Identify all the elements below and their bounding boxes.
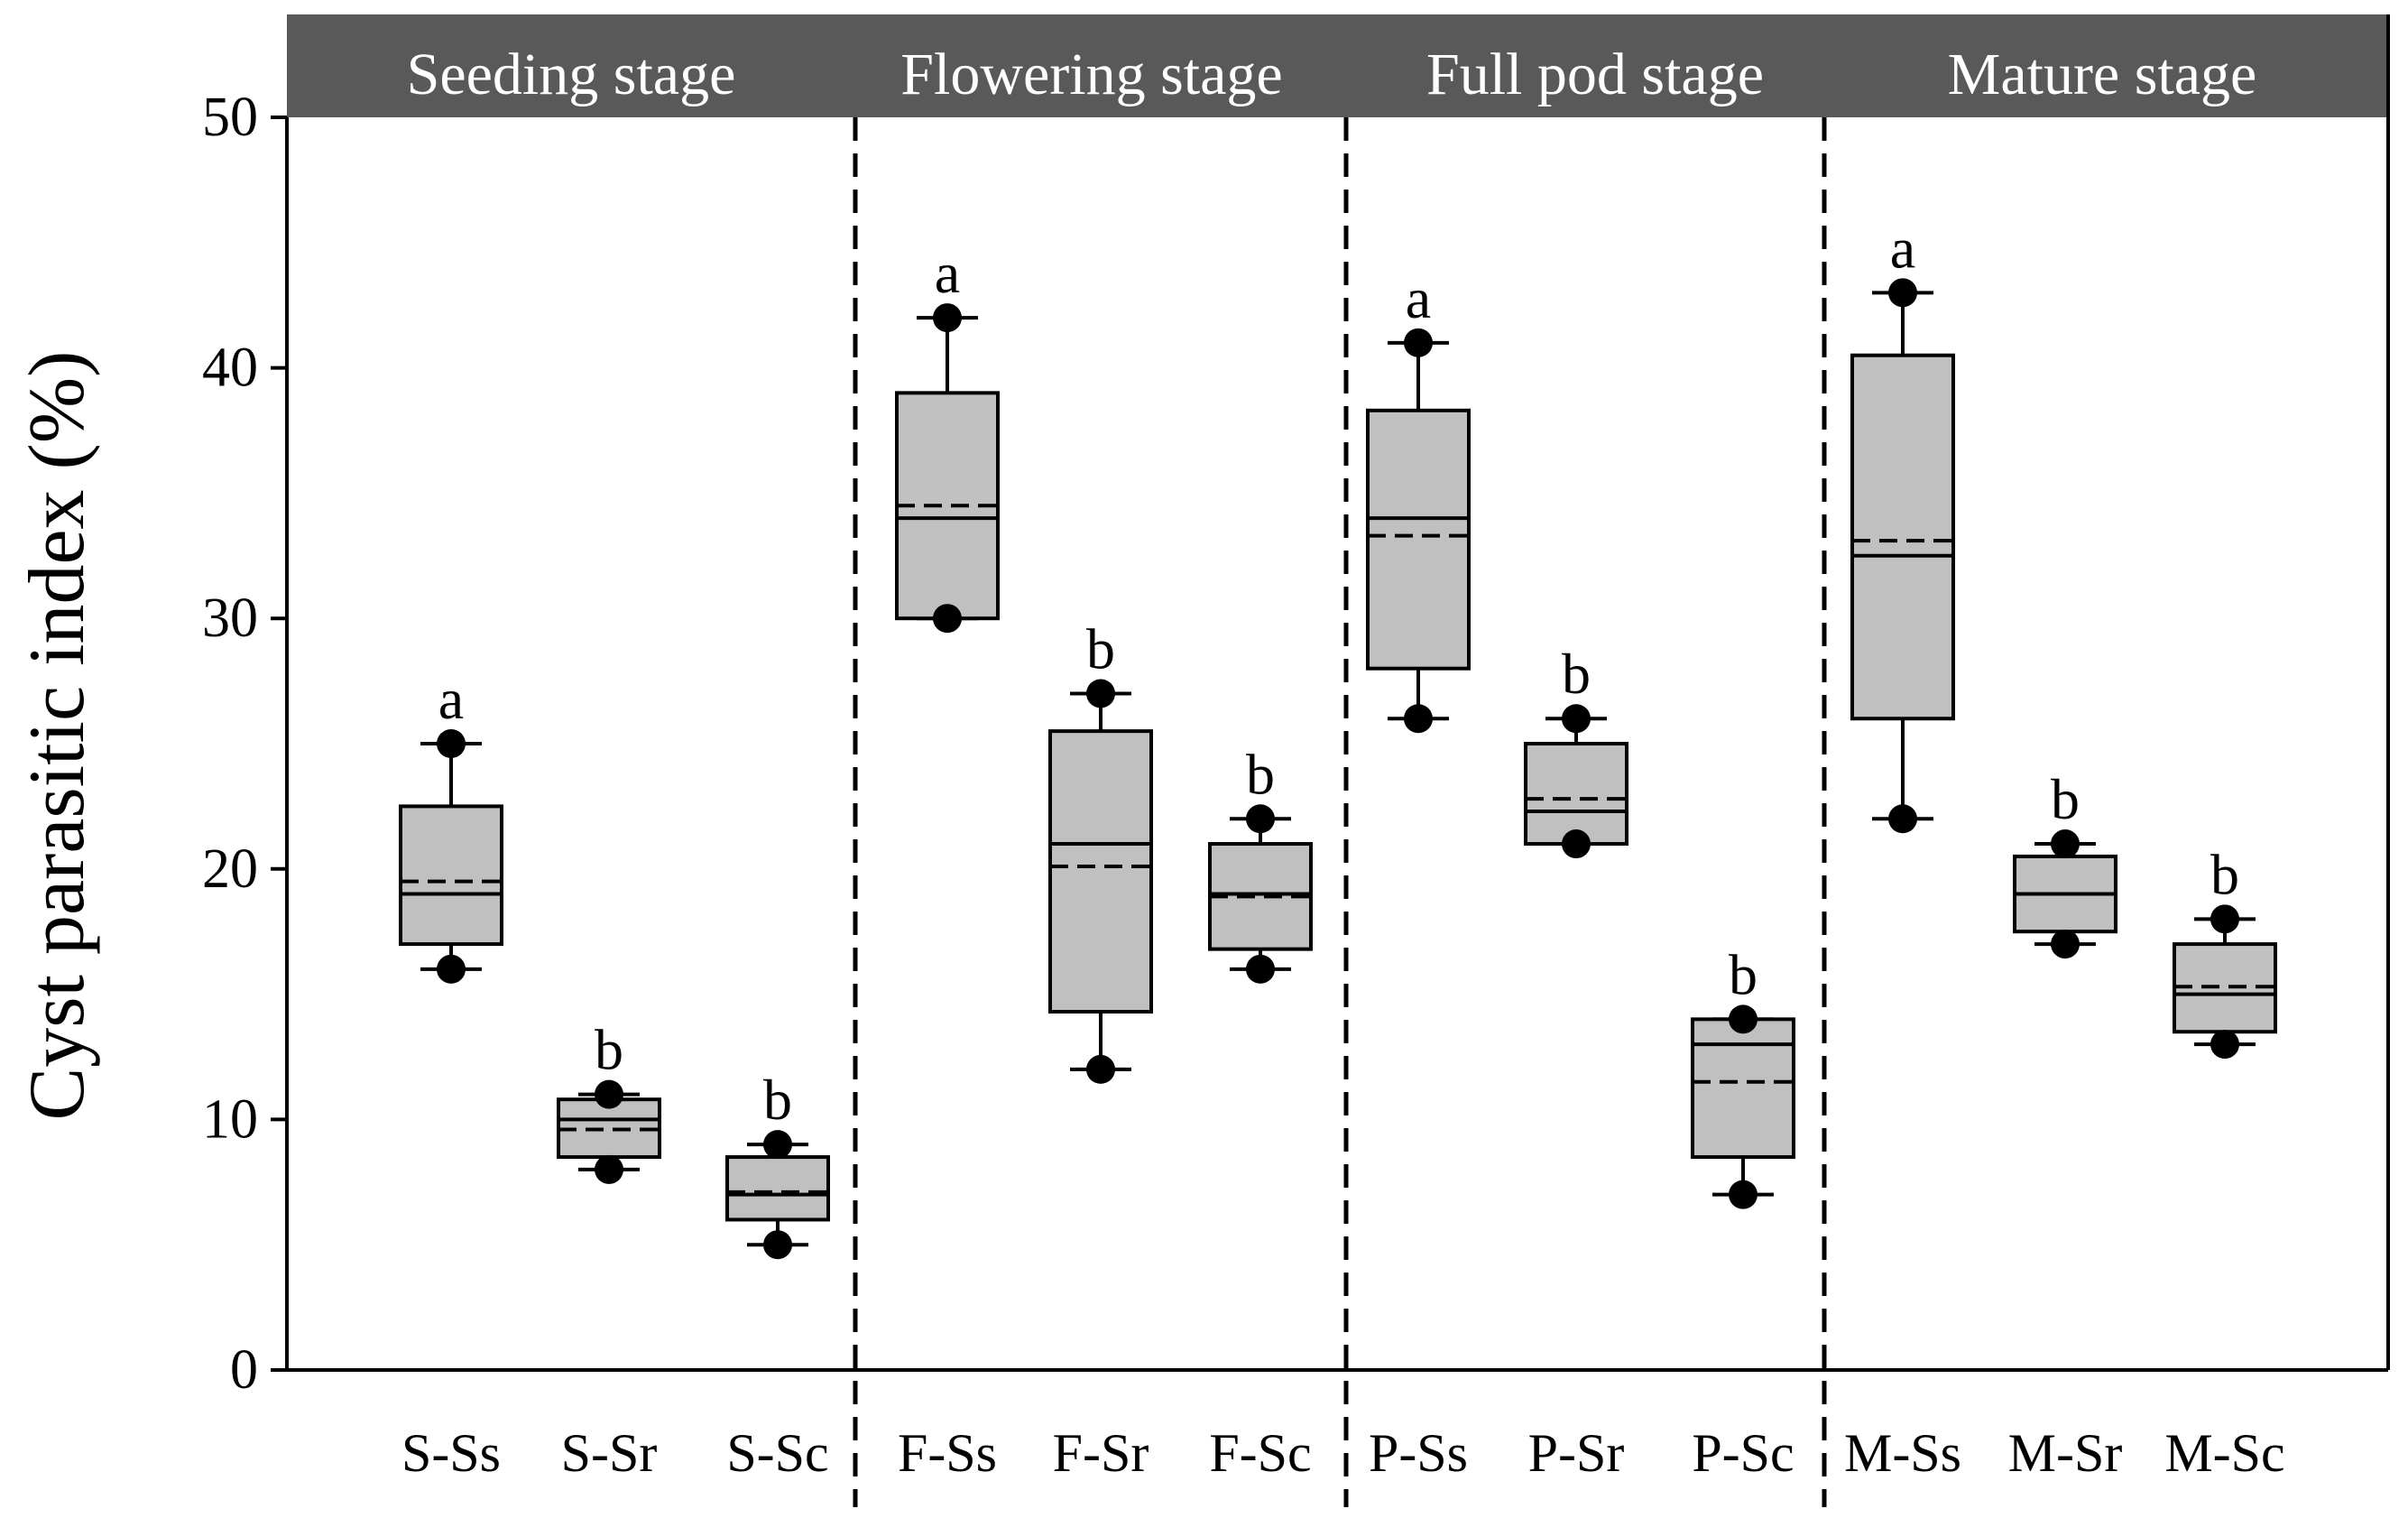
significance-letter-P-Sr: b	[1562, 642, 1591, 706]
x-category-label-F-Sr: F-Sr	[1053, 1423, 1149, 1483]
outlier-point-2	[1562, 704, 1591, 734]
y-tick-label-10: 10	[202, 1088, 258, 1150]
outlier-point-2	[2051, 829, 2080, 859]
stage-label-1: Seeding stage	[407, 42, 736, 107]
outlier-point-1	[2051, 930, 2080, 959]
stage-header-band	[287, 14, 2388, 117]
box-iqr	[1524, 742, 1628, 847]
stage-dividers	[853, 117, 1827, 1507]
outlier-point-1	[1729, 1180, 1758, 1209]
stage-header: Seeding stage Flowering stage Full pod sta…	[287, 14, 2388, 117]
outlier-point-2	[437, 729, 466, 758]
x-category-label-P-Sr: P-Sr	[1528, 1423, 1625, 1483]
outlier-point-2	[1729, 1004, 1758, 1034]
box-iqr	[725, 1155, 830, 1222]
box-iqr	[399, 804, 503, 947]
box-group-P-Sr	[1524, 704, 1628, 859]
box-iqr	[1850, 353, 1955, 721]
box-group-M-Ss	[1850, 278, 1955, 834]
x-category-label-M-Sr: M-Sr	[2008, 1423, 2123, 1483]
outlier-point-1	[595, 1154, 623, 1184]
stage-label-4: Mature stage	[1948, 42, 2257, 107]
box-group-F-Sr	[1048, 679, 1153, 1084]
x-category-label-M-Ss: M-Ss	[1844, 1423, 1961, 1483]
outlier-point-1	[1086, 1054, 1115, 1084]
outlier-point-1	[2210, 1030, 2239, 1060]
outlier-point-1	[763, 1230, 792, 1260]
y-tick-label-40: 40	[202, 338, 258, 399]
y-tick-label-0: 0	[230, 1339, 258, 1401]
y-tick-label-30: 30	[202, 588, 258, 649]
box-group-M-Sc	[2173, 904, 2277, 1060]
y-axis-title: Cyst parasitic index (%)	[14, 351, 101, 1121]
outlier-point-1	[1246, 954, 1275, 984]
significance-letter-S-Sr: b	[595, 1018, 623, 1082]
y-tick-label-20: 20	[202, 838, 258, 900]
outlier-point-2	[1888, 278, 1917, 308]
box-group-S-Sr	[557, 1079, 661, 1184]
box-iqr	[1691, 1017, 1795, 1160]
significance-letter-S-Ss: a	[438, 667, 464, 731]
outlier-point-1	[1562, 829, 1591, 859]
significance-letter-M-Ss: a	[1890, 216, 1915, 280]
outlier-point-1	[1888, 804, 1917, 834]
x-category-label-P-Sc: P-Sc	[1692, 1423, 1794, 1483]
x-category-label-F-Sc: F-Sc	[1209, 1423, 1311, 1483]
labels: aS-Ss bS-Sr bS-Sc aF-Ss bF-Sr bF-Sc aP-Ss bP-Sr…	[401, 216, 2285, 1483]
outlier-point-2	[933, 303, 962, 333]
significance-letter-F-Sr: b	[1086, 616, 1115, 680]
x-category-label-S-Sc: S-Sc	[726, 1423, 828, 1483]
box-group-F-Ss	[895, 303, 1000, 634]
significance-letter-F-Sc: b	[1246, 742, 1275, 806]
box-iqr	[1048, 729, 1153, 1014]
axes: 0 10 20 30 40 50	[202, 14, 2390, 1401]
outlier-point-2	[1086, 679, 1115, 708]
box-iqr	[1366, 408, 1471, 671]
box-group-F-Sc	[1208, 804, 1313, 984]
significance-letter-P-Ss: a	[1406, 266, 1431, 330]
boxes	[399, 278, 2277, 1260]
significance-letter-F-Ss: a	[935, 241, 960, 305]
significance-letter-M-Sr: b	[2051, 767, 2080, 831]
x-category-label-F-Ss: F-Ss	[898, 1423, 997, 1483]
significance-letter-P-Sc: b	[1729, 942, 1758, 1006]
outlier-point-2	[763, 1130, 792, 1160]
box-group-P-Ss	[1366, 328, 1471, 734]
outlier-point-1	[933, 604, 962, 634]
stage-label-2: Flowering stage	[900, 42, 1282, 107]
x-category-label-S-Ss: S-Ss	[401, 1423, 501, 1483]
box-group-M-Sr	[2013, 829, 2117, 959]
box-group-S-Sc	[725, 1130, 830, 1260]
outlier-point-1	[437, 954, 466, 984]
box-group-P-Sc	[1691, 1004, 1795, 1209]
stage-label-3: Full pod stage	[1426, 42, 1764, 107]
outlier-point-2	[2210, 904, 2239, 934]
x-category-label-M-Sc: M-Sc	[2164, 1423, 2284, 1483]
box-group-S-Ss	[399, 729, 503, 984]
outlier-point-2	[595, 1079, 623, 1109]
significance-letter-S-Sc: b	[763, 1068, 792, 1132]
x-category-label-S-Sr: S-Sr	[561, 1423, 658, 1483]
significance-letter-M-Sc: b	[2210, 842, 2239, 906]
outlier-point-2	[1246, 804, 1275, 834]
outlier-point-2	[1404, 328, 1433, 357]
outlier-point-1	[1404, 704, 1433, 734]
x-category-label-P-Ss: P-Ss	[1369, 1423, 1468, 1483]
y-tick-label-50: 50	[202, 87, 258, 148]
